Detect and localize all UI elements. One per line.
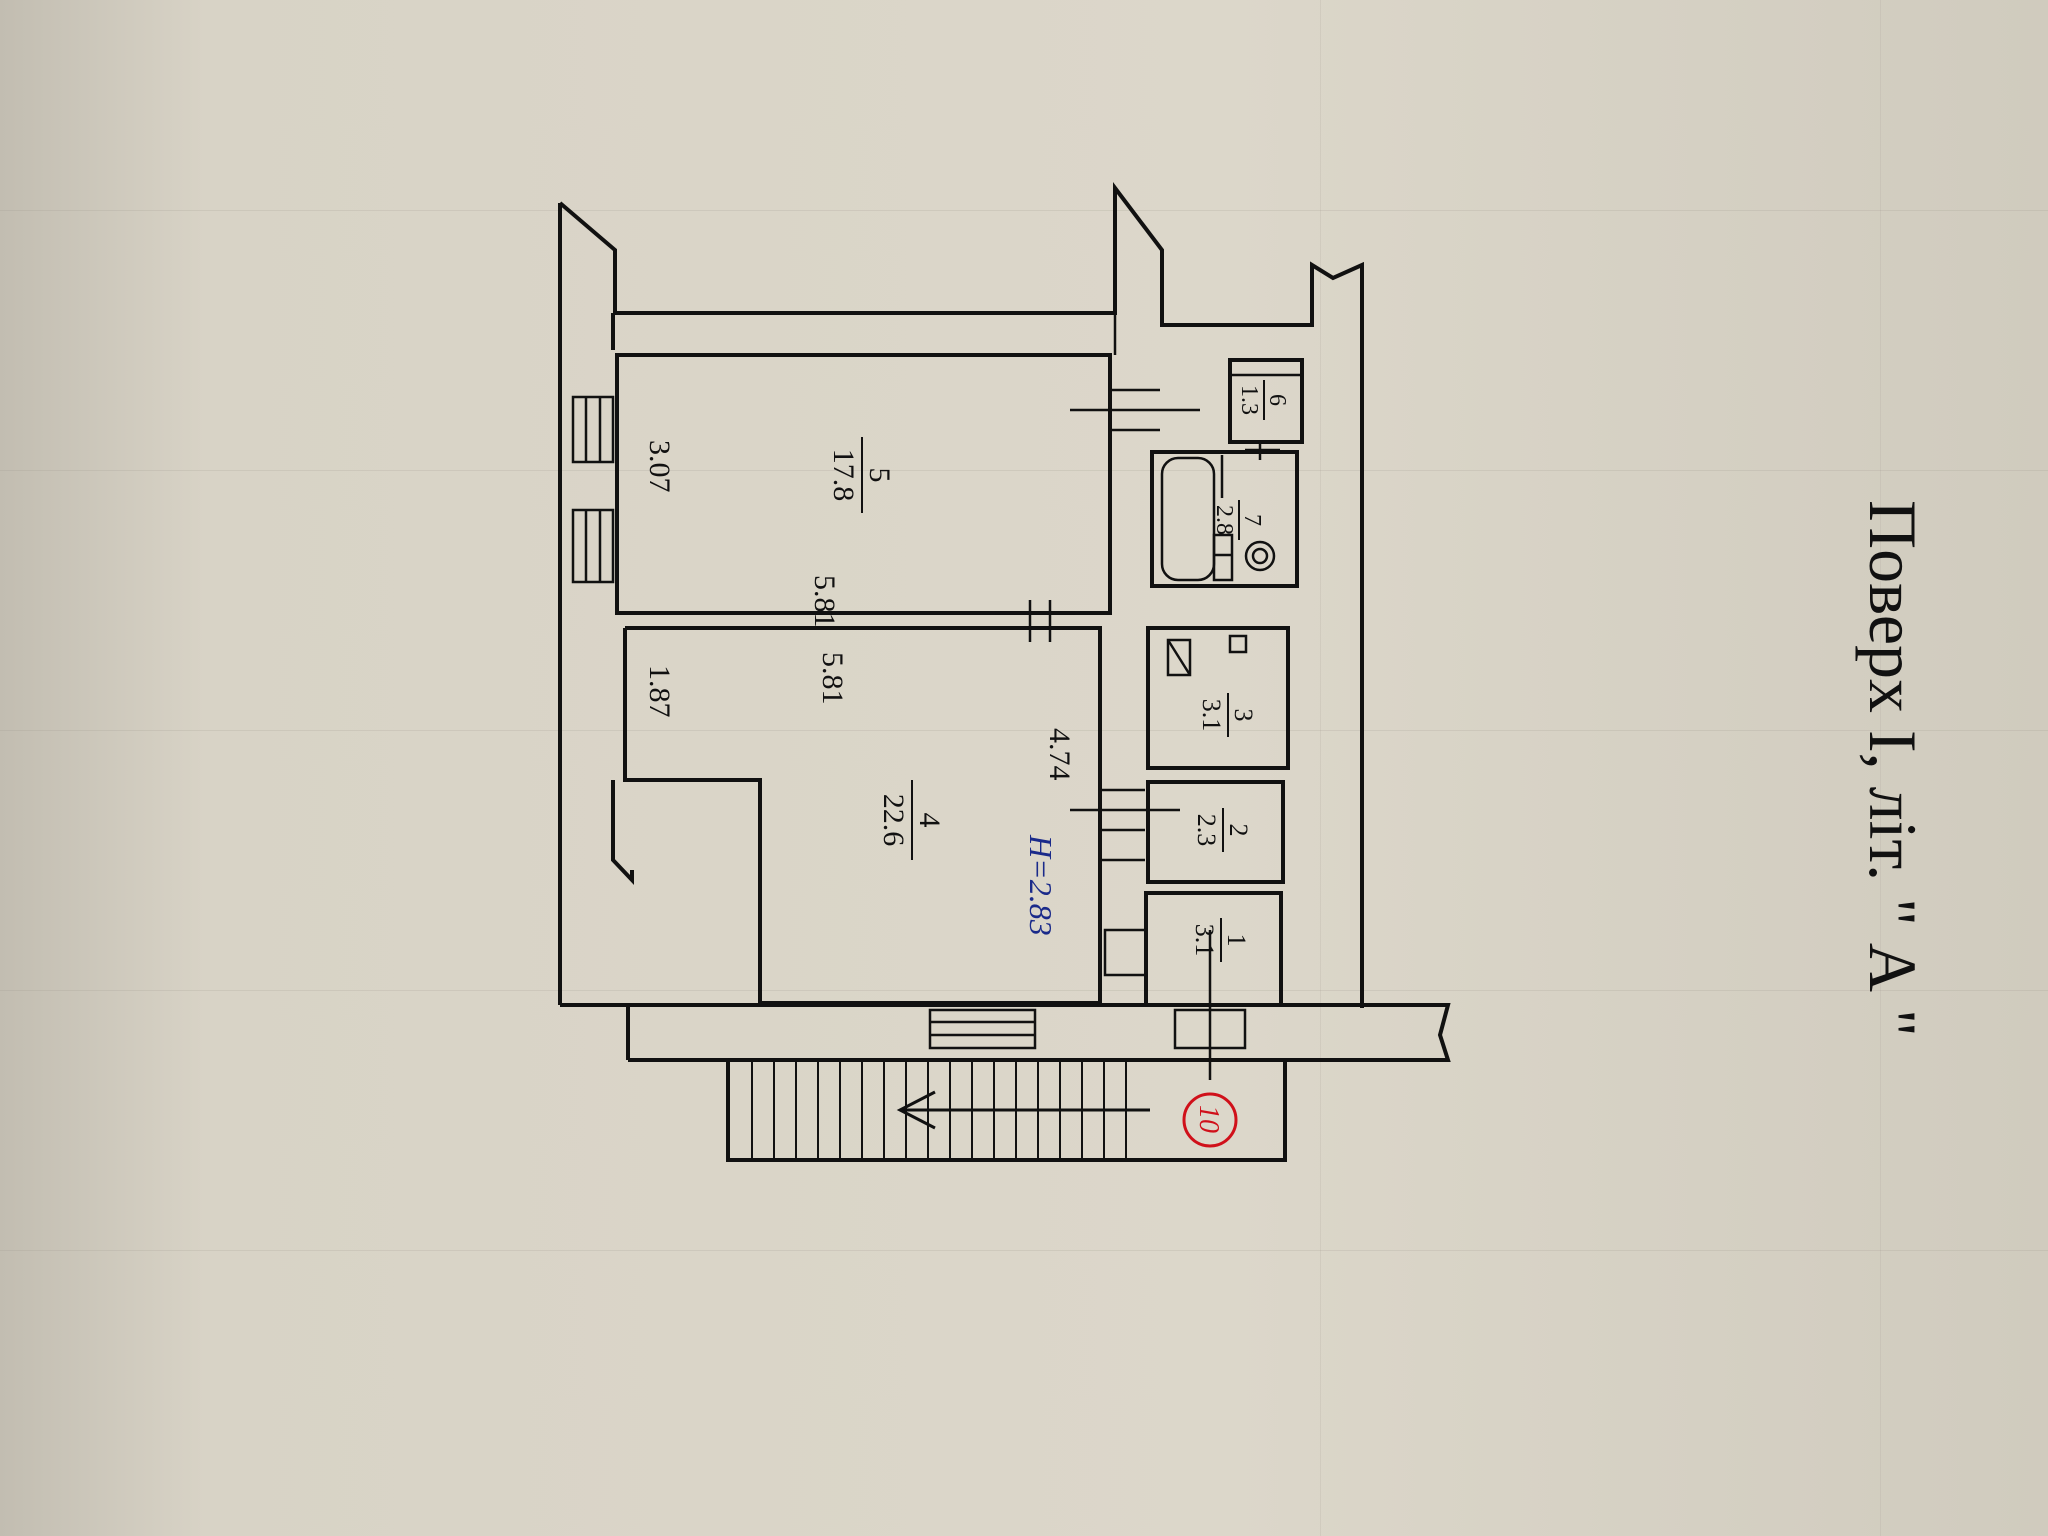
stamp-mark — [1182, 1092, 1238, 1148]
room-3 — [1146, 626, 1290, 770]
room-7-area: 2.8 — [1211, 505, 1237, 535]
room-2-number: 2 — [1224, 824, 1253, 837]
height-note: H=2.83 — [1023, 834, 1059, 936]
stamp-number: 10 — [1193, 1105, 1224, 1133]
room-5-area: 17.8 — [827, 449, 860, 502]
room-2-area: 2.3 — [1192, 814, 1221, 847]
room-1-area: 3.1 — [1190, 924, 1219, 957]
room-5 — [615, 353, 1200, 615]
room-5-length: 5.81 — [808, 575, 841, 628]
room-1-number: 1 — [1222, 934, 1251, 947]
room-4-alcove: 1.87 — [643, 665, 676, 718]
room-2 — [1146, 780, 1285, 884]
room-4-area: 22.6 — [877, 794, 910, 847]
room-7-number: 7 — [1239, 514, 1265, 526]
room-1 — [1103, 891, 1283, 1080]
room-3-number: 3 — [1229, 709, 1258, 722]
left-windows — [571, 395, 615, 584]
room-5-number: 5 — [863, 468, 896, 483]
room-4-length: 5.81 — [816, 652, 849, 705]
room-7 — [1150, 450, 1299, 588]
room-4-number: 4 — [913, 813, 946, 828]
room-4 — [623, 600, 1180, 1005]
room-5-width: 3.07 — [643, 440, 676, 493]
room-6-number: 6 — [1264, 394, 1290, 406]
floor-title: Поверх I, літ. " А " — [1855, 500, 1931, 1037]
room-4-width: 4.74 — [1043, 728, 1076, 781]
room-6-area: 1.3 — [1236, 385, 1262, 415]
entrance-arrow-icon — [896, 1090, 1150, 1130]
room-3-area: 3.1 — [1197, 699, 1226, 732]
